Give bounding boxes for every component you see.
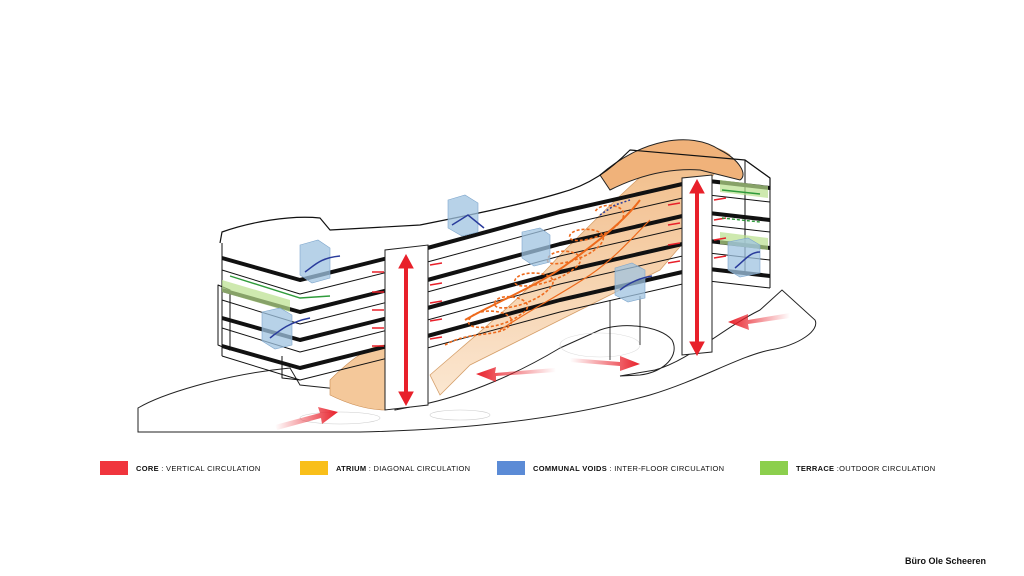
atrium-volume	[329, 139, 744, 411]
legend-item-communal-voids: COMMUNAL VOIDS : INTER-FLOOR CIRCULATION	[497, 460, 724, 476]
legend: CORE : VERTICAL CIRCULATION ATRIUM : DIA…	[0, 460, 1024, 480]
legend-swatch-atrium	[300, 461, 328, 475]
void-arrows	[269, 199, 761, 339]
legend-label-terrace: TERRACE :OUTDOOR CIRCULATION	[796, 463, 936, 473]
core-vertical-arrows	[398, 178, 705, 407]
legend-item-terrace: TERRACE :OUTDOOR CIRCULATION	[760, 460, 936, 476]
legend-swatch-core	[100, 461, 128, 475]
legend-item-core: CORE : VERTICAL CIRCULATION	[100, 460, 261, 476]
legend-swatch-terrace	[760, 461, 788, 475]
credit-text: Büro Ole Scheeren	[905, 556, 987, 566]
legend-swatch-communal-voids	[497, 461, 525, 475]
legend-label-atrium: ATRIUM : DIAGONAL CIRCULATION	[336, 463, 471, 473]
atrium-diagonal-path	[444, 199, 651, 346]
legend-label-core: CORE : VERTICAL CIRCULATION	[136, 463, 261, 473]
terrace-arrows	[229, 189, 761, 299]
legend-item-atrium: ATRIUM : DIAGONAL CIRCULATION	[300, 460, 470, 476]
core-floor-arrows	[372, 197, 727, 347]
legend-label-communal-voids: COMMUNAL VOIDS : INTER-FLOOR CIRCULATION	[533, 463, 725, 473]
ground-entry-arrows	[275, 313, 790, 430]
